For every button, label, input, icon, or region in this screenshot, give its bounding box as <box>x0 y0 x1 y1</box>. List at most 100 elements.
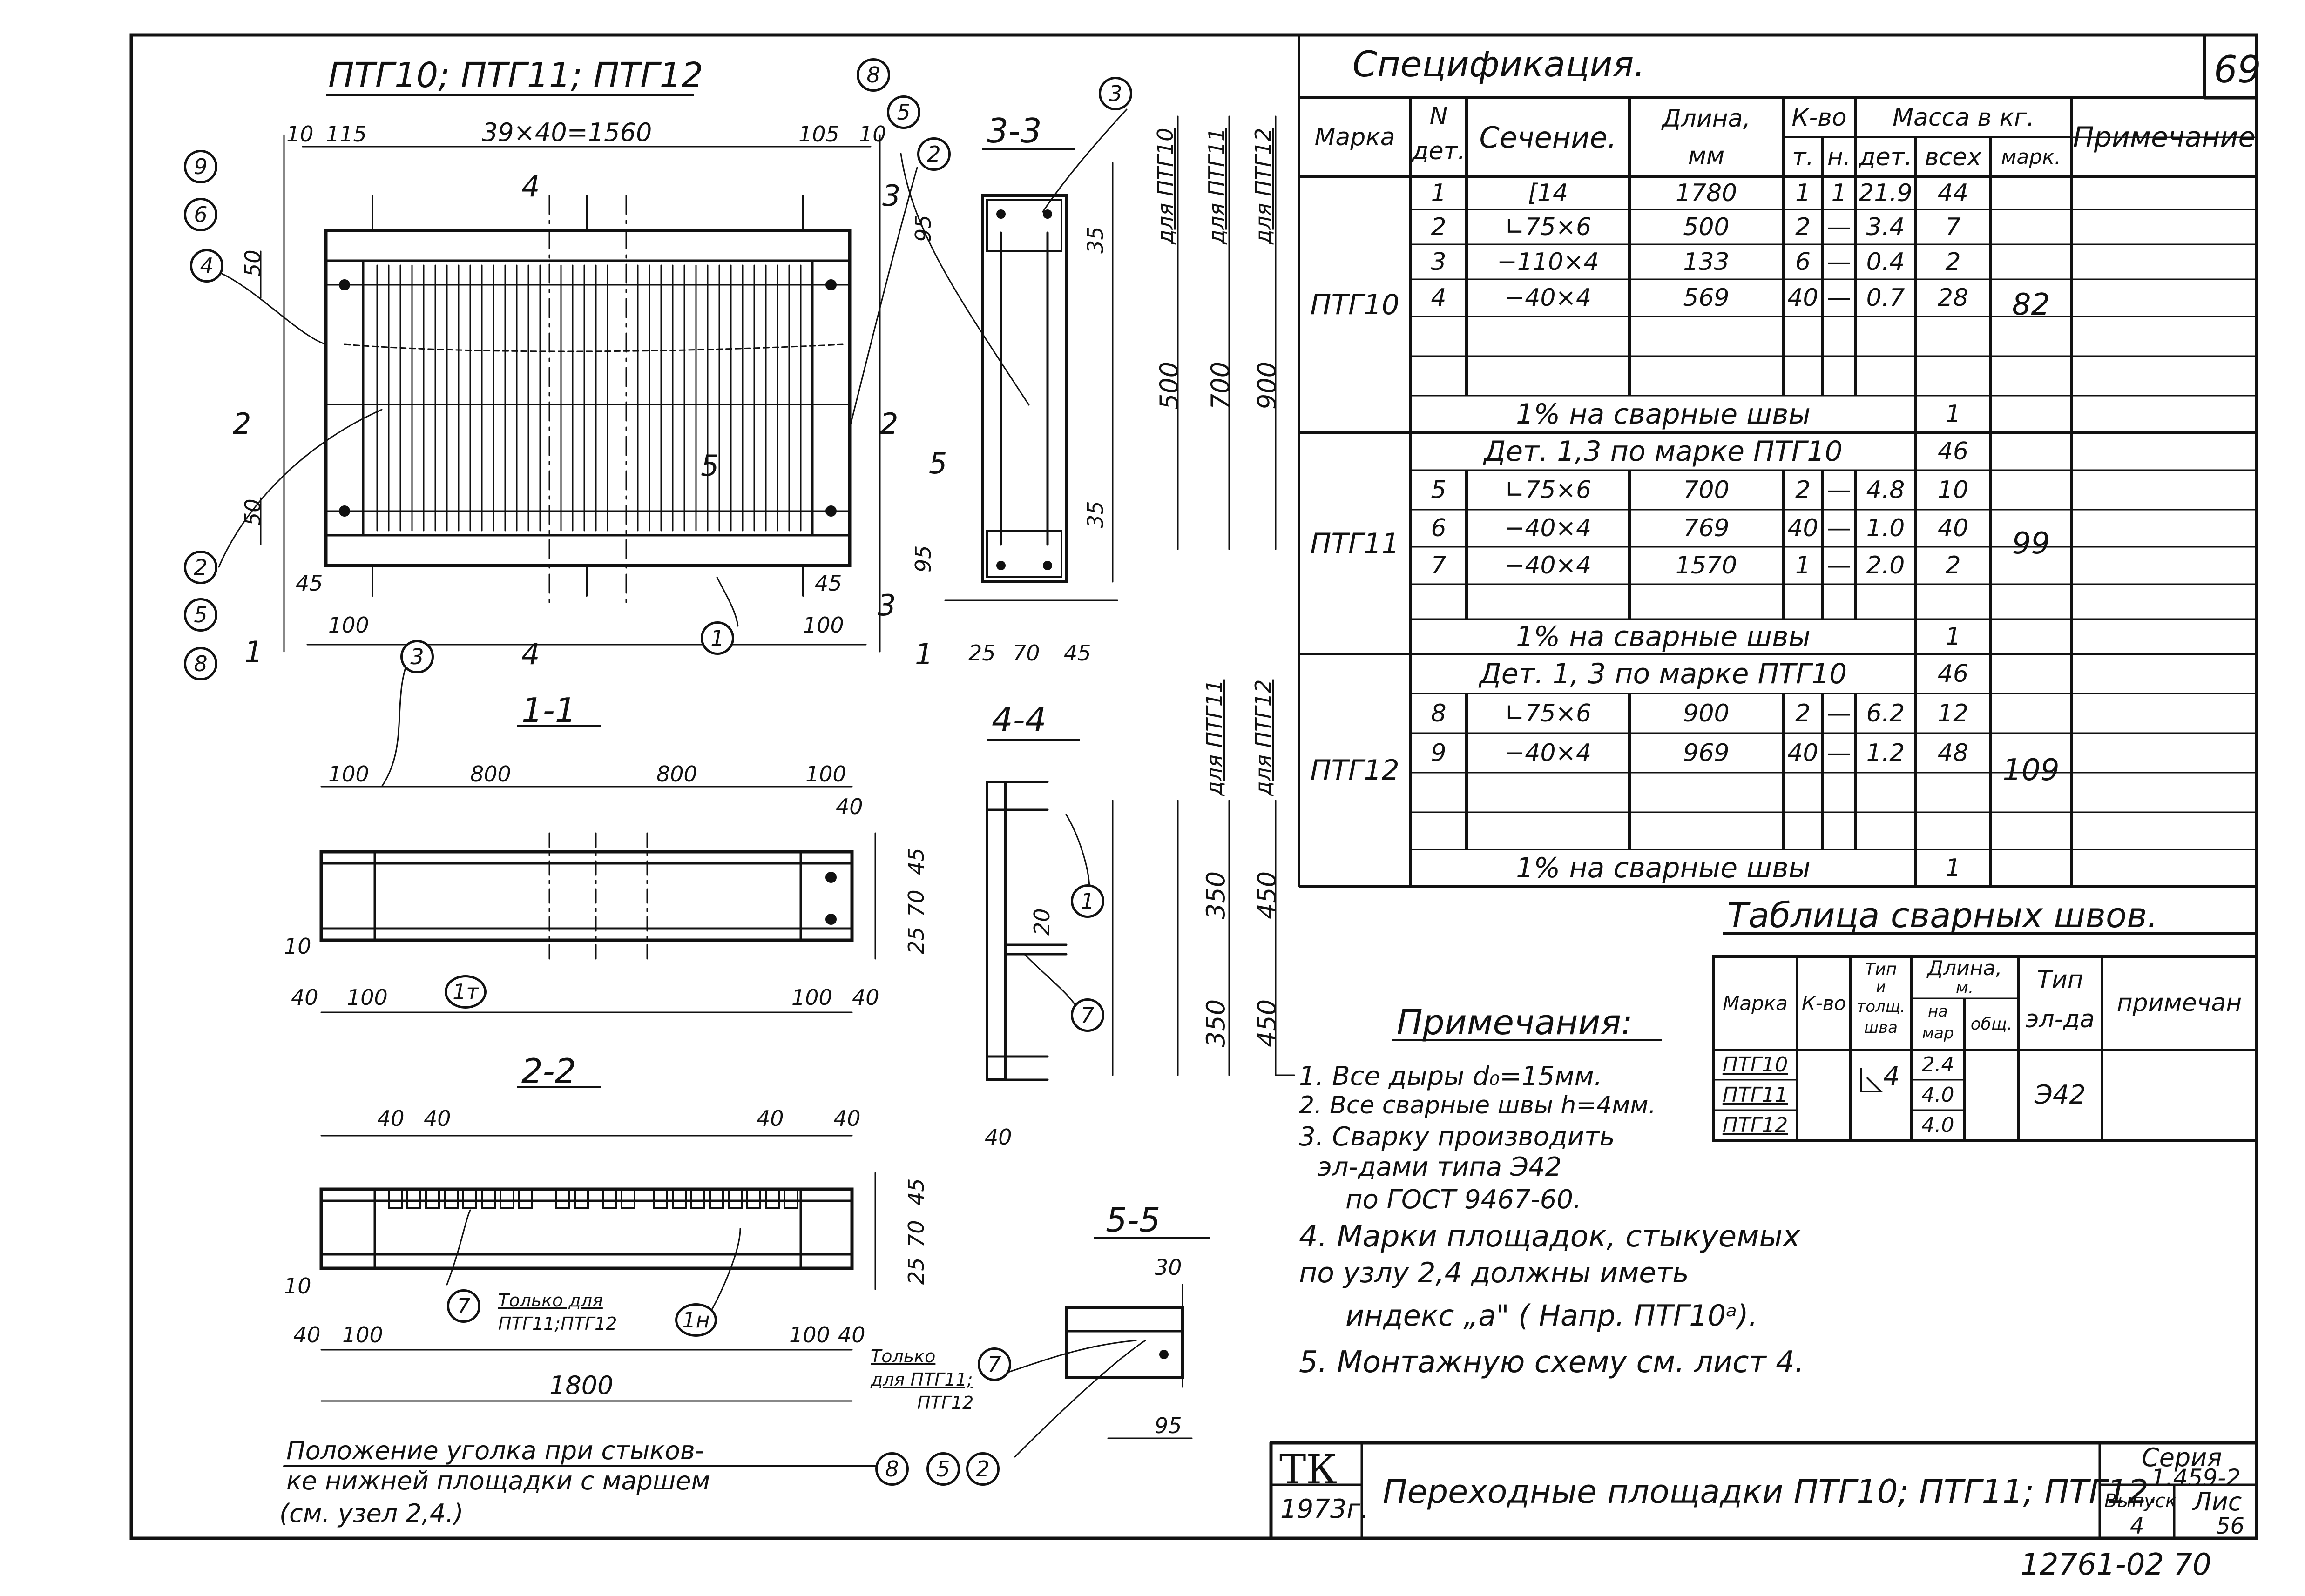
dim: 95 <box>911 545 936 572</box>
balloon-4: 4 <box>190 249 223 283</box>
weld-len: 4.0 <box>1921 1113 1954 1137</box>
balloon-7: 7 <box>1071 998 1104 1032</box>
spec-cell-t: 40 <box>1787 514 1818 542</box>
spec-cell-n: 2 <box>1431 213 1447 241</box>
spec-cell-md: 21.9 <box>1859 179 1913 207</box>
balloon-5: 5 <box>887 95 920 129</box>
plan-dim: 115 <box>326 121 367 147</box>
spec-cell-t: 40 <box>1787 284 1818 312</box>
mark-ptg12: ПТГ12 <box>1310 754 1399 787</box>
caption-line: Положение уголка при стыков- <box>286 1436 704 1465</box>
spec-cell-n: 3 <box>1431 248 1447 276</box>
section-3-3-title: 3-3 <box>987 111 1042 150</box>
balloon-9: 9 <box>184 150 217 183</box>
weld-h-note: примечан <box>2116 989 2242 1017</box>
spec-header-mall: всех <box>1924 143 1981 171</box>
weld-note: 1% на сварные швы <box>1516 398 1811 431</box>
page-number: 69 <box>2214 48 2261 91</box>
weld-len: 4.0 <box>1921 1083 1954 1107</box>
section-mark: 2 <box>233 407 251 441</box>
weld-h-len-c: общ. <box>1970 1014 2013 1034</box>
spec-cell-md: 6.2 <box>1866 699 1905 727</box>
dim: 20 <box>1029 908 1054 936</box>
spec-header-mm: мм <box>1688 142 1725 170</box>
dim: 350 <box>1201 999 1230 1047</box>
dim: 1800 <box>549 1371 614 1400</box>
section-mark: 2 <box>880 407 899 441</box>
balloon-3: 3 <box>400 640 434 673</box>
weld-h-el: Тип <box>2037 966 2083 994</box>
issue-value: 4 <box>2130 1513 2144 1539</box>
weld-electrode: Э42 <box>2034 1080 2086 1110</box>
section-mark: 5 <box>929 446 947 480</box>
section-mark: 4 <box>521 169 540 203</box>
spec-cell-md: 1.0 <box>1866 514 1905 542</box>
dim: 45 <box>904 848 929 875</box>
spec-header-mass: Масса в кг. <box>1893 103 2035 132</box>
dim: 30 <box>1155 1255 1182 1280</box>
note-line: 2. Все сварные швы h=4мм. <box>1299 1091 1656 1119</box>
spec-cell-t: 6 <box>1795 248 1811 276</box>
note-line: эл-дами типа Э42 <box>1318 1152 1562 1182</box>
plan-dim: 50 <box>240 249 265 277</box>
spec-cell-n: 1 <box>1431 179 1447 207</box>
spec-cell-sec: −40×4 <box>1504 552 1592 579</box>
dim: 100 <box>328 761 369 787</box>
weld-mark: ПТГ11 <box>1722 1083 1788 1107</box>
spec-cell-len: 700 <box>1683 476 1730 504</box>
spec-header-note: Примечание <box>2073 121 2256 154</box>
dim: 40 <box>291 985 318 1010</box>
spec-cell-ma: 44 <box>1937 179 1969 207</box>
section-mark: 1 <box>915 637 933 671</box>
balloon-5: 5 <box>184 598 217 632</box>
dim: 800 <box>656 761 697 787</box>
dim: 100 <box>789 1322 830 1347</box>
mark-ptg11: ПТГ11 <box>1310 527 1399 560</box>
dim: 70 <box>904 1220 929 1247</box>
balloon-6: 6 <box>184 198 217 231</box>
spec-table-grid <box>1298 35 2257 888</box>
only-for-label: ПТГ11;ПТГ12 <box>498 1313 617 1334</box>
spec-cell-h: — <box>1827 514 1851 542</box>
weld-value: 1 <box>1945 854 1961 882</box>
spec-cell-md: 1.2 <box>1866 739 1905 767</box>
for-label: для ПТГ11 <box>1204 128 1229 244</box>
section-5-5-title: 5-5 <box>1106 1200 1161 1239</box>
dim: 10 <box>284 1273 311 1299</box>
spec-cell-h: — <box>1827 699 1851 727</box>
dim: 40 <box>833 1106 861 1131</box>
series-label: Серия <box>2142 1443 2222 1472</box>
spec-cell-n: 5 <box>1431 476 1447 504</box>
balloon-8: 8 <box>875 1452 909 1486</box>
dim: 900 <box>1252 361 1282 410</box>
spec-title: Спецификация. <box>1352 43 1645 85</box>
spec-header-n: N <box>1429 102 1448 130</box>
dim: 95 <box>1155 1413 1182 1438</box>
spec-cell-len: 500 <box>1683 213 1730 241</box>
dim: 70 <box>904 889 929 917</box>
spec-cell-h: — <box>1827 739 1851 767</box>
note-line: 4. Марки площадок, стыкуемых <box>1299 1219 1800 1254</box>
weld-mark: ПТГ12 <box>1722 1113 1788 1137</box>
only-for-label: для ПТГ11; <box>871 1369 973 1390</box>
spec-cell-ma: 28 <box>1937 284 1969 312</box>
mark-mass: 82 <box>2012 288 2050 322</box>
note-line: 3. Сварку производить <box>1299 1122 1615 1152</box>
spec-header-n2: н. <box>1827 143 1851 171</box>
dim: 40 <box>985 1125 1012 1150</box>
weld-h-len-unit: м. <box>1955 978 1974 997</box>
spec-cell-t: 2 <box>1795 213 1811 241</box>
stamp-number: 12761-02 70 <box>2021 1548 2211 1582</box>
plan-dim: 10 <box>859 121 886 147</box>
only-for-label: Только <box>871 1346 936 1367</box>
spec-cell-t: 40 <box>1787 739 1818 767</box>
spec-cell-h: — <box>1827 284 1851 312</box>
spec-cell-sec: −40×4 <box>1504 284 1592 312</box>
dim: 45 <box>904 1178 929 1205</box>
weld-h-type: Тип <box>1865 960 1897 979</box>
caption-line: ке нижней площадки с маршем <box>286 1466 710 1495</box>
spec-cell-ma: 12 <box>1937 699 1969 727</box>
spec-cell-h: — <box>1827 552 1851 579</box>
balloon-3: 3 <box>1099 77 1132 110</box>
dim: 100 <box>805 761 846 787</box>
